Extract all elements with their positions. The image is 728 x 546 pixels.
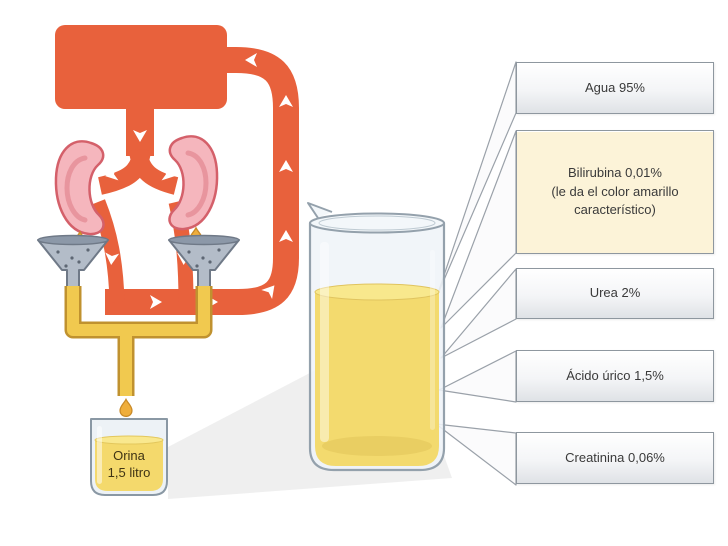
beaker-liquid bbox=[315, 292, 439, 466]
urine-beaker-label-line1: Orina bbox=[113, 448, 145, 463]
liquid-surface bbox=[314, 283, 440, 301]
callout-bilirubina-title: Bilirubina 0,01% bbox=[568, 164, 662, 180]
kidney-left bbox=[54, 140, 105, 236]
callout-bilirubina: Bilirubina 0,01% (le da el color amarill… bbox=[516, 130, 714, 254]
large-beaker bbox=[307, 202, 446, 472]
arrow-icon bbox=[279, 230, 293, 242]
callout-creatinina-title: Creatinina 0,06% bbox=[565, 449, 665, 465]
body-block bbox=[55, 25, 227, 109]
vein-left bbox=[91, 199, 125, 303]
arrow-icon bbox=[261, 285, 275, 300]
callout-agua: Agua 95% bbox=[516, 62, 714, 114]
urine-drop-center bbox=[119, 397, 133, 417]
callout-creatinina: Creatinina 0,06% bbox=[516, 432, 714, 484]
artery-branch-right bbox=[129, 148, 179, 195]
callout-acido-urico-title: Ácido úrico 1,5% bbox=[566, 367, 664, 383]
beaker-rim bbox=[309, 212, 445, 234]
kidney-right bbox=[168, 135, 219, 231]
callout-acido-urico: Ácido úrico 1,5% bbox=[516, 350, 714, 402]
callout-urea: Urea 2% bbox=[516, 268, 714, 319]
arrow-icon bbox=[245, 53, 257, 67]
funnel-left bbox=[37, 234, 109, 290]
callout-bilirubina-note: (le da el color amarillo característico) bbox=[551, 183, 679, 218]
beaker-spout bbox=[307, 202, 333, 219]
arrow-icon bbox=[279, 95, 293, 107]
arrow-icon bbox=[133, 130, 147, 142]
callout-connectors bbox=[435, 61, 517, 486]
callout-urea-title: Urea 2% bbox=[589, 285, 641, 301]
callout-agua-title: Agua 95% bbox=[585, 79, 645, 95]
small-beaker-liquid bbox=[95, 440, 163, 491]
ureter-tube bbox=[64, 286, 213, 396]
urine-beaker-label: Orina 1,5 litro bbox=[92, 448, 166, 482]
arrow-icon bbox=[105, 252, 120, 265]
arrow-icon bbox=[161, 166, 175, 181]
arrow-icon bbox=[105, 166, 119, 181]
vein-loop bbox=[105, 47, 299, 315]
small-beaker bbox=[90, 418, 168, 496]
urine-beaker-label-line2: 1,5 litro bbox=[107, 464, 151, 480]
connector-acido-urico bbox=[438, 350, 517, 403]
arrow-icon bbox=[279, 160, 293, 172]
arrow-icon bbox=[150, 295, 162, 309]
